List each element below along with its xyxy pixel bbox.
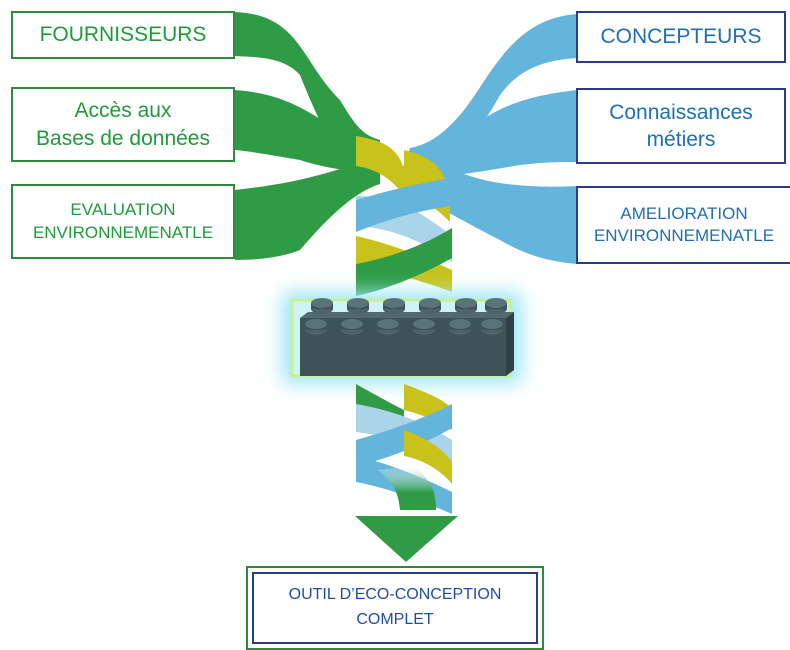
designers-box: CONCEPTEURS xyxy=(576,11,786,63)
designers-label: CONCEPTEURS xyxy=(600,25,762,49)
database-access-line1: Accès aux xyxy=(74,99,172,123)
environmental-improvement-line1: AMELIORATION xyxy=(620,203,748,223)
environmental-evaluation-box: EVALUATION ENVIRONNEMENATLE xyxy=(11,184,235,259)
eco-design-tool-line1: OUTIL D’ECO-CONCEPTION xyxy=(288,586,502,604)
environmental-evaluation-line1: EVALUATION xyxy=(70,200,176,220)
environmental-evaluation-line2: ENVIRONNEMENATLE xyxy=(32,222,214,242)
lego-brick-icon xyxy=(282,292,522,384)
business-knowledge-box: Connaissances métiers xyxy=(576,88,786,164)
environmental-improvement-line2: ENVIRONNEMENATLE xyxy=(593,226,775,245)
suppliers-box: FOURNISSEURS xyxy=(11,11,235,59)
eco-design-tool-inner: OUTIL D’ECO-CONCEPTION COMPLET xyxy=(252,572,538,644)
down-arrow-icon xyxy=(355,466,458,562)
eco-design-tool-box: OUTIL D’ECO-CONCEPTION COMPLET xyxy=(246,566,544,650)
upper-braid xyxy=(356,136,452,296)
database-access-line2: Bases de données xyxy=(36,126,210,150)
suppliers-label: FOURNISSEURS xyxy=(39,23,207,47)
eco-design-tool-line2: COMPLET xyxy=(356,611,434,628)
environmental-improvement-box: AMELIORATION ENVIRONNEMENATLE xyxy=(576,186,790,264)
business-knowledge-line2: métiers xyxy=(646,128,716,151)
database-access-box: Accès aux Bases de données xyxy=(11,87,235,162)
supplier-flow-ribbons xyxy=(235,12,380,260)
business-knowledge-line1: Connaissances xyxy=(609,100,753,124)
